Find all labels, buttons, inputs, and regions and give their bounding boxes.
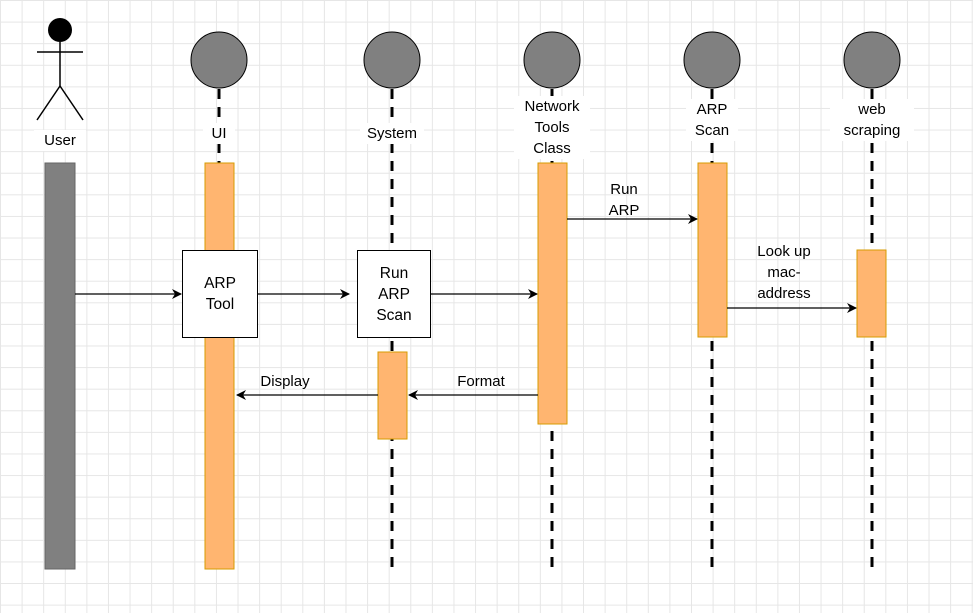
ui-entity-icon: [190, 31, 248, 89]
arpscan-label: ARP Scan: [686, 99, 738, 141]
run-arp-scan-box: Run ARP Scan: [357, 250, 431, 338]
web-label: web scraping: [830, 99, 914, 141]
web-entity-icon: [843, 31, 901, 89]
user-activation-bar: [44, 162, 76, 570]
run-arp-label: Run ARP: [608, 181, 640, 219]
network-activation-bar: [537, 162, 568, 425]
web-activation-bar: [856, 249, 887, 338]
system-activation-bar: [377, 351, 408, 440]
ui-label: UI: [203, 123, 235, 144]
system-entity-icon: [363, 31, 421, 89]
arp-tool-box: ARP Tool: [182, 250, 258, 338]
arpscan-entity-icon: [683, 31, 741, 89]
arpscan-activation-bar: [697, 162, 728, 338]
system-label: System: [360, 123, 424, 144]
display-label: Display: [260, 373, 310, 390]
user-label: User: [34, 130, 86, 151]
network-entity-icon: [523, 31, 581, 89]
look-up-label: Look up mac- address: [757, 243, 811, 302]
user-actor-icon: [36, 18, 84, 121]
network-label: Network Tools Class: [514, 96, 590, 159]
ui-activation-bar: [204, 162, 235, 570]
format-label: Format: [457, 373, 505, 390]
